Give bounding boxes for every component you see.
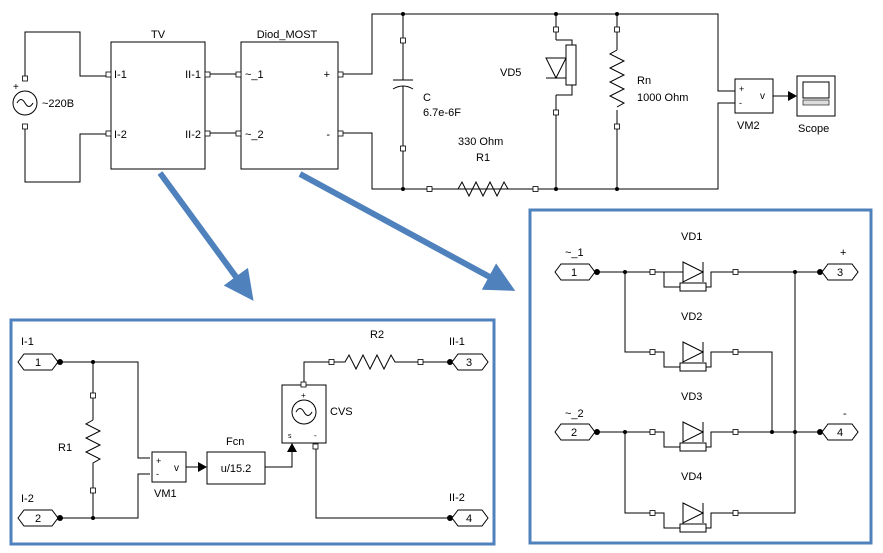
tv-detail-port1-label: I-1 [21, 336, 34, 348]
diod-detail-port4-num: 4 [837, 427, 843, 439]
tv-detail-port-4[interactable]: II-2 4 [447, 492, 489, 527]
tv-detail-resistor-r1[interactable]: R1 [58, 392, 102, 494]
source-label: ~220B [42, 98, 74, 110]
vd2-name: VD2 [681, 311, 702, 323]
vd1-name: VD1 [681, 231, 702, 243]
diod-detail-port1-num: 1 [571, 267, 577, 279]
diod-detail-panel: ~_1 1 ~_2 2 + 3 - 4 [528, 208, 873, 545]
diod-port-minus: - [326, 129, 330, 141]
tv-detail-port2-label: I-2 [21, 493, 34, 505]
tv-detail-port4-label: II-2 [449, 492, 465, 504]
diod-detail-port-4[interactable]: - 4 [817, 408, 859, 441]
tv-detail-resistor-r2[interactable]: R2 [328, 329, 424, 371]
cvs-minus: - [314, 431, 317, 440]
resistor-r1-value: 330 Ohm [458, 136, 503, 148]
tv-detail-fcn[interactable]: Fcn u/15.2 [206, 436, 266, 485]
vm1-name: VM1 [154, 488, 177, 500]
diod-detail-port4-label: - [843, 408, 847, 420]
tv-port-out1: II-1 [185, 69, 201, 81]
vd3-name: VD3 [681, 391, 702, 403]
diod-port-plus: + [324, 69, 330, 81]
resistor-rn-value: 1000 Ohm [637, 92, 688, 104]
diod-most-block[interactable]: Diod_MOST ~_1 ~_2 + - [235, 29, 344, 170]
diod-detail-port-2[interactable]: ~_2 2 [554, 408, 600, 441]
tv-detail-r1-name: R1 [58, 442, 72, 454]
diode-vd4[interactable]: VD4 [649, 471, 739, 533]
tv-detail-port-2[interactable]: I-2 2 [17, 493, 63, 527]
tv-detail-port-3[interactable]: II-1 3 [447, 336, 489, 371]
vm1-v: v [174, 463, 179, 474]
diod-title: Diod_MOST [257, 29, 318, 41]
diod-detail-port-1[interactable]: ~_1 1 [554, 247, 600, 281]
scope-block[interactable]: Scope [796, 75, 836, 135]
capacitor-c[interactable]: C 6.7e-6F [392, 37, 461, 152]
voltmeter-vm2[interactable]: + - v VM2 [734, 78, 774, 132]
tv-detail-port-1[interactable]: I-1 1 [17, 336, 63, 371]
diod-detail-port-3[interactable]: + 3 [817, 247, 859, 281]
zoom-arrows [157, 171, 516, 301]
diod-detail-port2-label: ~_2 [565, 408, 584, 420]
cvs-plus: + [301, 391, 306, 400]
ac-source[interactable]: + ~220B [12, 75, 74, 130]
diode-vd3[interactable]: VD3 [649, 391, 739, 452]
tv-detail-r2-name: R2 [370, 329, 384, 341]
tv-port-in2: I-2 [114, 129, 127, 141]
tv-detail-port3-label: II-1 [449, 336, 465, 348]
tv-detail-port4-num: 4 [466, 513, 472, 525]
diod-detail-port3-label: + [840, 247, 846, 259]
resistor-rn[interactable]: Rn 1000 Ohm [608, 26, 688, 130]
vd4-name: VD4 [681, 471, 702, 483]
resistor-r1[interactable]: 330 Ohm R1 [426, 136, 539, 198]
capacitor-name: C [423, 92, 431, 104]
fcn-name: Fcn [226, 436, 244, 448]
scope-name: Scope [798, 123, 829, 135]
diode-vd1[interactable]: VD1 [649, 231, 739, 292]
resistor-rn-name: Rn [637, 75, 651, 87]
capacitor-value: 6.7e-6F [423, 107, 461, 119]
tv-detail-port1-num: 1 [35, 357, 41, 369]
tv-detail-cvs[interactable]: + s - CVS [281, 381, 353, 450]
vm1-minus: - [156, 469, 159, 479]
tv-port-out2: II-2 [185, 129, 201, 141]
diod-detail-port1-label: ~_1 [565, 247, 584, 259]
tv-detail-port2-num: 2 [35, 513, 41, 525]
vm2-v: v [760, 91, 765, 102]
vm1-plus: + [156, 456, 161, 466]
source-plus: + [13, 82, 19, 93]
fcn-expr: u/15.2 [221, 463, 252, 475]
diod-port-in1: ~_1 [245, 69, 264, 81]
cvs-name: CVS [330, 406, 353, 418]
vm2-plus: + [739, 84, 744, 94]
tv-detail-panel: I-1 1 I-2 2 R1 + - v [9, 318, 496, 546]
vm2-name: VM2 [737, 120, 760, 132]
resistor-r1-name: R1 [476, 152, 490, 164]
tv-detail-vm1[interactable]: + - v VM1 [151, 451, 187, 500]
diod-detail-port3-num: 3 [837, 267, 843, 279]
diode-vd5-name: VD5 [500, 67, 521, 79]
tv-block[interactable]: TV I-1 I-2 II-1 II-2 [105, 29, 211, 170]
diode-vd5[interactable]: VD5 [500, 26, 577, 116]
vm2-minus: - [739, 98, 742, 108]
diode-vd2[interactable]: VD2 [649, 311, 739, 372]
diod-detail-port2-num: 2 [571, 427, 577, 439]
tv-detail-port3-num: 3 [466, 357, 472, 369]
tv-port-in1: I-1 [114, 69, 127, 81]
tv-title: TV [151, 29, 166, 41]
cvs-s: s [288, 433, 292, 440]
diod-port-in2: ~_2 [245, 129, 264, 141]
main-circuit: + ~220B TV I-1 I-2 II-1 II-2 Diod_MOST [12, 12, 836, 198]
